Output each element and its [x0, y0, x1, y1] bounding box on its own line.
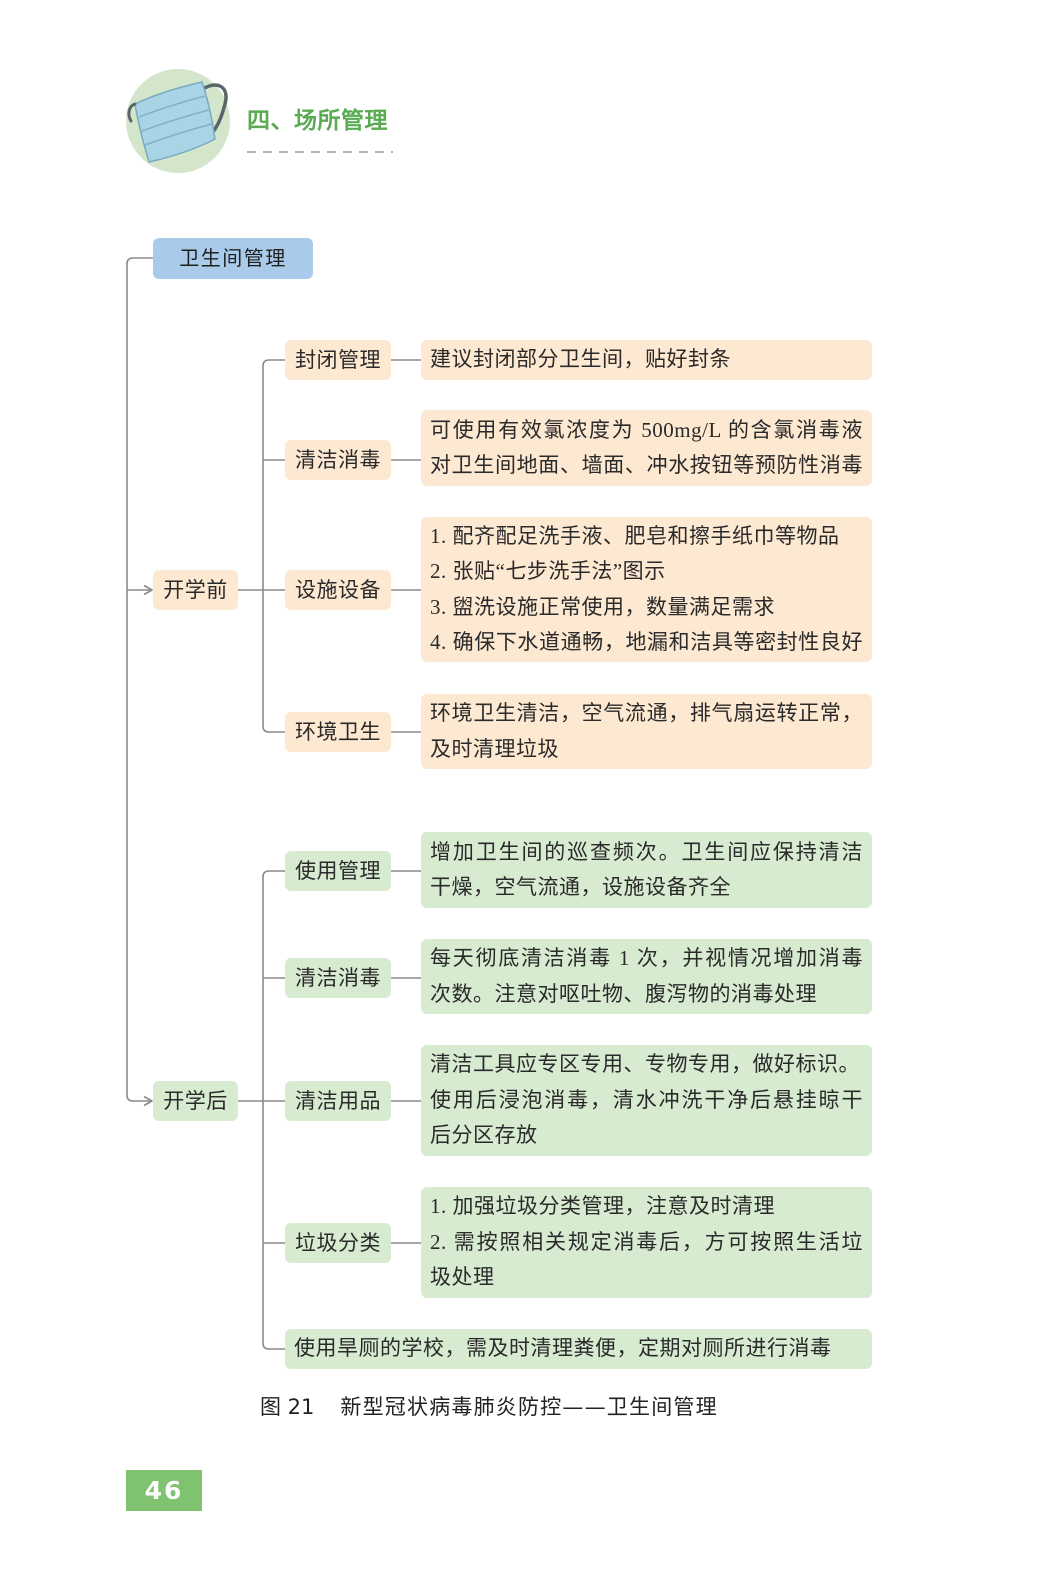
- phase-after-spine: [262, 870, 285, 1350]
- detail-line-text: 及时清理垃圾: [430, 736, 559, 761]
- detail-line-text: 增加卫生间的巡查频次。卫生间应保持清洁: [430, 839, 863, 864]
- trunk-line: [126, 257, 153, 1102]
- branch-node: 清洁消毒: [285, 958, 391, 998]
- detail-line-text: 清洁工具应专区专用、专物专用，做好标识。: [430, 1052, 860, 1077]
- page-number-badge: 46: [126, 1470, 202, 1511]
- branch-node: 环境卫生: [285, 712, 391, 752]
- face-mask-icon: [126, 69, 230, 173]
- detail-box: 清洁工具应专区专用、专物专用，做好标识。 使用后浸泡消毒，清水冲洗干净后悬挂晾干…: [421, 1045, 872, 1156]
- detail-line-text: 次数。注意对呕吐物、腹泻物的消毒处理: [430, 981, 817, 1006]
- detail-line-text: 环境卫生清洁，空气流通，排气扇运转正常，: [430, 701, 863, 725]
- note-text: 使用旱厕的学校，需及时清理粪便，定期对厕所进行消毒: [294, 1336, 832, 1361]
- detail-box: 可使用有效氯浓度为 500mg/L 的含氯消毒液 对卫生间地面、墙面、冲水按钮等…: [421, 410, 872, 486]
- branch-node: 封闭管理: [285, 340, 391, 380]
- detail-box: 建议封闭部分卫生间，贴好封条: [421, 340, 872, 380]
- detail-box: 环境卫生清洁，空气流通，排气扇运转正常， 及时清理垃圾: [421, 694, 872, 769]
- branch-node: 清洁用品: [285, 1081, 391, 1121]
- detail-list-item: 2. 需按照相关规定消毒后，方可按照生活垃: [430, 1229, 863, 1254]
- detail-line-text: 可使用有效氯浓度为 500mg/L 的含氯消毒液: [430, 417, 863, 442]
- detail-line-text: 对卫生间地面、墙面、冲水按钮等预防性消毒: [430, 453, 863, 477]
- detail-box: 每天彻底清洁消毒 1 次，并视情况增加消毒 次数。注意对呕吐物、腹泻物的消毒处理: [421, 939, 872, 1014]
- phase-node-before: 开学前: [153, 570, 238, 610]
- branch-node: 使用管理: [285, 851, 391, 891]
- detail-list-item: 3. 盥洗设施正常使用，数量满足需求: [430, 594, 775, 619]
- section-title: 四、场所管理: [247, 107, 388, 134]
- figure-title: 新型冠状病毒肺炎防控——卫生间管理: [340, 1395, 718, 1419]
- figure-number: 图 21: [260, 1395, 315, 1419]
- detail-box: 1. 加强垃圾分类管理，注意及时清理 2. 需按照相关规定消毒后，方可按照生活垃…: [421, 1187, 872, 1298]
- detail-list-item: 1. 加强垃圾分类管理，注意及时清理: [430, 1194, 775, 1219]
- arrow-head-after: [143, 1095, 153, 1107]
- detail-list-item: 1. 配齐配足洗手液、肥皂和擦手纸巾等物品: [430, 523, 840, 548]
- arrow-head-before: [143, 584, 153, 596]
- detail-line-text: 使用后浸泡消毒，清水冲洗干净后悬挂晾干: [430, 1087, 863, 1112]
- detail-list-item: 2. 张贴“七步洗手法”图示: [430, 559, 666, 583]
- phase-node-after: 开学后: [153, 1081, 238, 1121]
- figure-caption: 图 21 新型冠状病毒肺炎防控——卫生间管理: [260, 1392, 718, 1422]
- detail-list-item: 4. 确保下水道通畅，地漏和洁具等密封性良好: [430, 630, 863, 654]
- detail-line-text: 每天彻底清洁消毒 1 次，并视情况增加消毒: [430, 946, 863, 970]
- note-box: 使用旱厕的学校，需及时清理粪便，定期对厕所进行消毒: [285, 1329, 872, 1369]
- detail-line-text: 建议封闭部分卫生间，贴好封条: [430, 347, 731, 372]
- detail-list-item: 圾处理: [430, 1265, 495, 1290]
- title-dashed-underline: [247, 151, 393, 153]
- detail-line-text: 后分区存放: [430, 1123, 538, 1148]
- branch-node: 设施设备: [285, 570, 391, 610]
- detail-box: 1. 配齐配足洗手液、肥皂和擦手纸巾等物品 2. 张贴“七步洗手法”图示 3. …: [421, 517, 872, 662]
- branch-node: 清洁消毒: [285, 440, 391, 480]
- branch-node: 垃圾分类: [285, 1223, 391, 1263]
- root-node: 卫生间管理: [153, 238, 313, 279]
- detail-line-text: 干燥，空气流通，设施设备齐全: [430, 875, 731, 899]
- detail-box: 增加卫生间的巡查频次。卫生间应保持清洁 干燥，空气流通，设施设备齐全: [421, 832, 872, 908]
- phase-before-spine: [262, 359, 285, 733]
